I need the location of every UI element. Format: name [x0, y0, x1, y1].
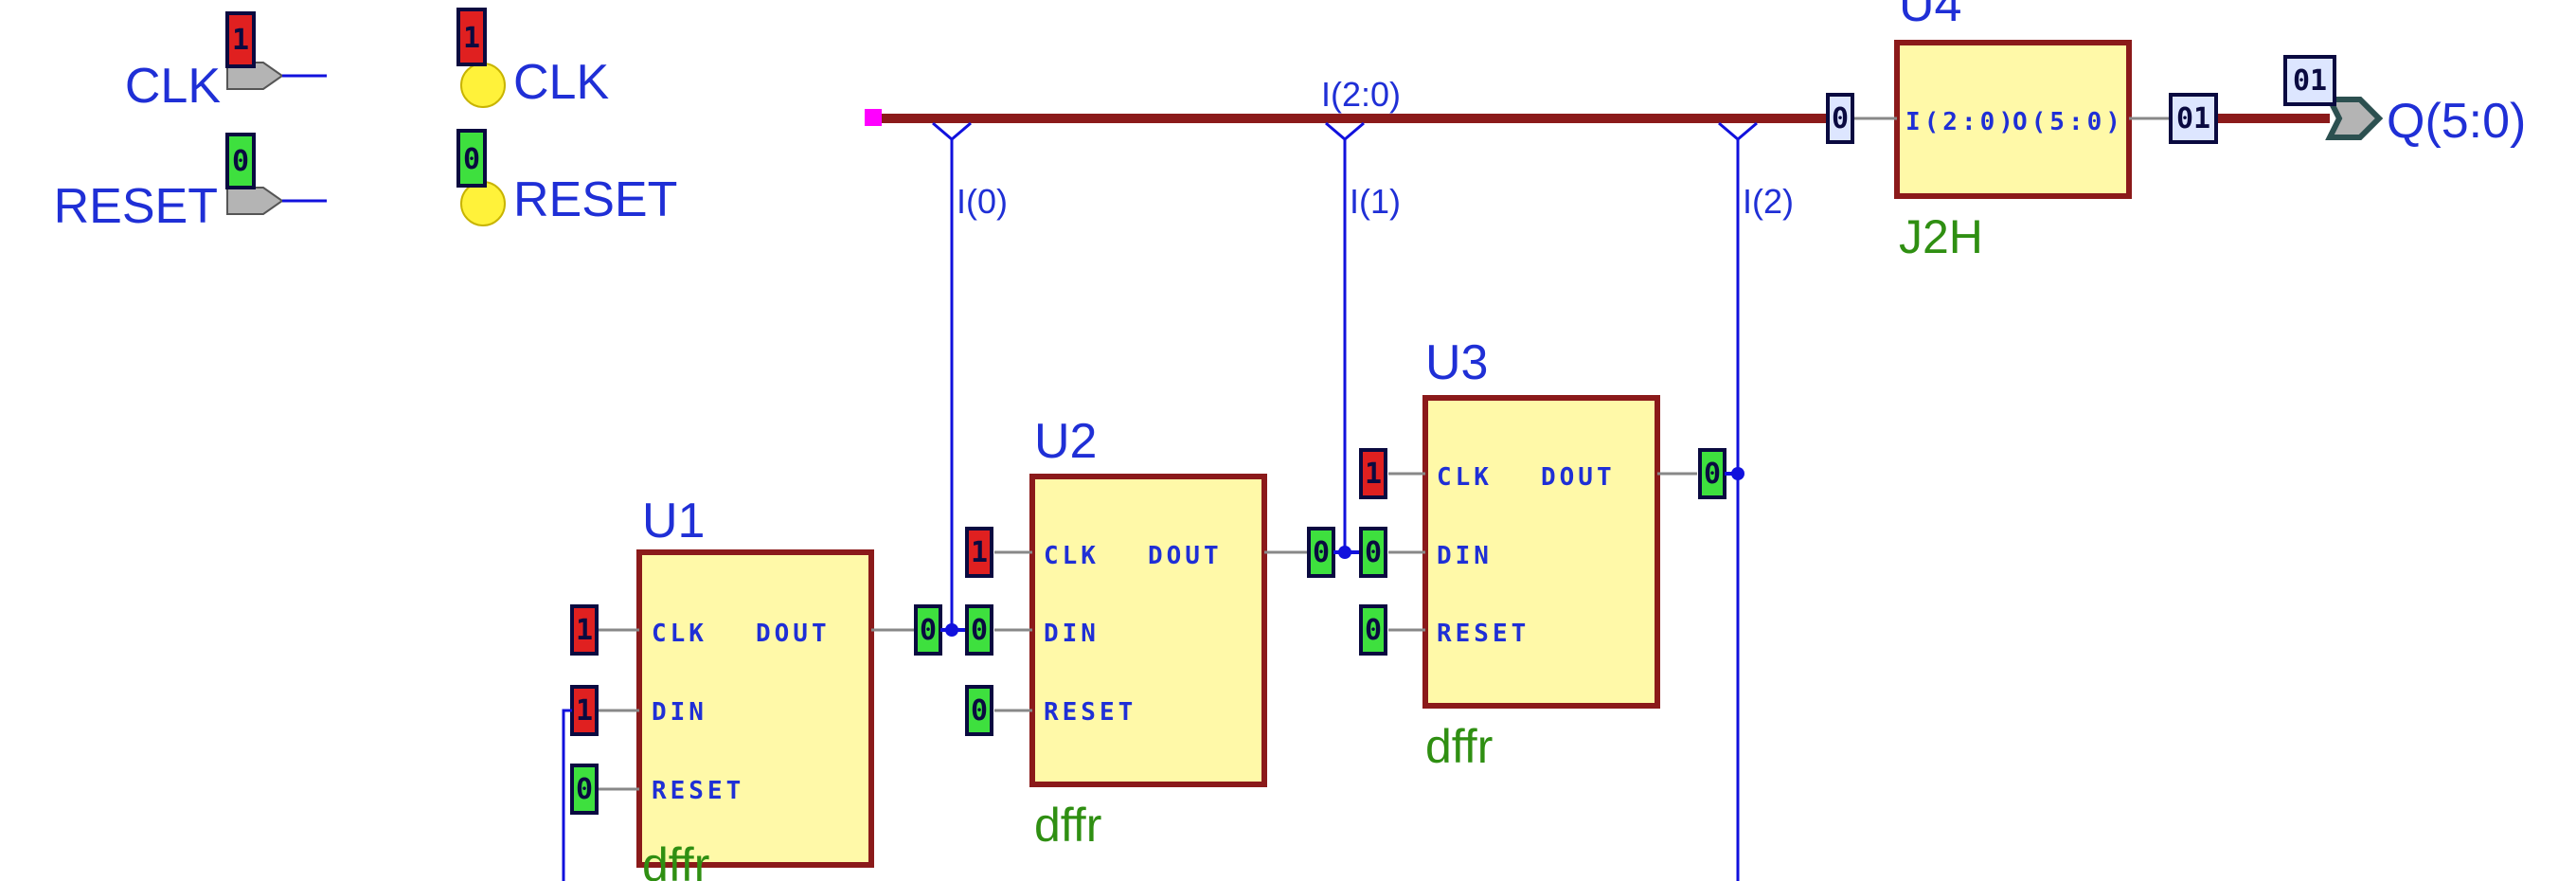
- svg-text:1: 1: [232, 24, 249, 57]
- svg-text:0: 0: [920, 614, 937, 647]
- u1-junction-dot: [945, 623, 958, 637]
- u1-dout-value: 0: [914, 604, 942, 656]
- svg-text:0: 0: [463, 143, 480, 176]
- u1-pin-dout: DOUT: [756, 620, 831, 648]
- reset-probe[interactable]: 0: [456, 129, 506, 226]
- u2-block[interactable]: [1029, 474, 1267, 787]
- u3-block[interactable]: [1422, 395, 1660, 709]
- bus-tap-1[interactable]: [1325, 121, 1365, 552]
- u2-junction-dot: [1338, 546, 1351, 559]
- reset-input-port[interactable]: [226, 187, 327, 215]
- svg-text:0: 0: [576, 773, 593, 806]
- bus-tap-0[interactable]: [932, 121, 972, 630]
- svg-text:01: 01: [2176, 102, 2210, 135]
- u2-name: U2: [1034, 414, 1097, 469]
- clk-probe[interactable]: 1: [456, 8, 506, 108]
- clk-input-port[interactable]: [226, 62, 327, 90]
- u2-type: dffr: [1034, 799, 1101, 852]
- u1-clk-value: 1: [570, 604, 599, 656]
- svg-text:0: 0: [1365, 536, 1382, 569]
- tap-label-2: I(2): [1743, 182, 1794, 221]
- reset-port-label: RESET: [54, 179, 218, 234]
- bus-tap-2[interactable]: [1718, 121, 1758, 881]
- u3-pin-reset: RESET: [1437, 620, 1530, 648]
- q-port-label: Q(5:0): [2387, 94, 2526, 149]
- u3-type: dffr: [1425, 720, 1493, 773]
- u4-name: U4: [1899, 0, 1961, 32]
- u1-pin-din: DIN: [652, 698, 707, 727]
- u4-pin-in: I(2:0): [1905, 108, 2017, 136]
- u1-din-feedback-wire[interactable]: [562, 709, 572, 881]
- svg-text:0: 0: [1313, 536, 1330, 569]
- u3-pin-clk: CLK: [1437, 463, 1493, 492]
- svg-text:01: 01: [2293, 64, 2327, 98]
- u4-type: J2H: [1899, 210, 1983, 263]
- u3-reset-value: 0: [1359, 604, 1387, 656]
- u2-reset-value: 0: [965, 685, 993, 736]
- u3-din-value: 0: [1359, 527, 1387, 578]
- svg-text:1: 1: [576, 694, 593, 728]
- u3-pin-din: DIN: [1437, 542, 1493, 570]
- svg-text:0: 0: [971, 614, 988, 647]
- u3-junction-dot: [1731, 467, 1744, 480]
- bus-start-marker[interactable]: [865, 109, 882, 126]
- u1-name: U1: [642, 494, 705, 548]
- u2-pin-clk: CLK: [1044, 542, 1100, 570]
- u1-block[interactable]: [636, 549, 874, 868]
- svg-text:1: 1: [463, 22, 480, 55]
- u4-out-value: 01: [2169, 93, 2218, 144]
- reset-probe-label: RESET: [513, 172, 677, 227]
- clk-port-label: CLK: [125, 59, 221, 114]
- u2-pin-dout: DOUT: [1148, 542, 1223, 570]
- svg-text:0: 0: [232, 145, 249, 178]
- tap-label-1: I(1): [1350, 182, 1401, 221]
- u3-name: U3: [1425, 335, 1488, 390]
- u1-pin-clk: CLK: [652, 620, 707, 648]
- u2-dout-value: 0: [1307, 527, 1335, 578]
- svg-text:0: 0: [1832, 102, 1849, 135]
- bus-label: I(2:0): [1321, 75, 1401, 114]
- u2-din-value: 0: [965, 604, 993, 656]
- q-port-value: 01: [2283, 55, 2336, 106]
- svg-text:0: 0: [1704, 458, 1721, 491]
- u3-dout-value: 0: [1698, 448, 1726, 499]
- u1-pin-reset: RESET: [652, 777, 744, 805]
- q-output-port[interactable]: [2325, 97, 2384, 140]
- u2-pin-din: DIN: [1044, 620, 1100, 648]
- svg-text:1: 1: [971, 536, 988, 569]
- clk-port-value: 1: [225, 11, 256, 68]
- tap-label-0: I(0): [957, 182, 1008, 221]
- u4-in-value: 0: [1826, 93, 1854, 144]
- u1-reset-value: 0: [570, 764, 599, 815]
- u4-pin-out: O(5:0): [2012, 108, 2124, 136]
- u3-pin-dout: DOUT: [1541, 463, 1616, 492]
- reset-port-value: 0: [225, 133, 256, 189]
- svg-text:0: 0: [1365, 614, 1382, 647]
- svg-text:1: 1: [576, 614, 593, 647]
- u1-din-value: 1: [570, 685, 599, 736]
- svg-text:1: 1: [1365, 458, 1382, 491]
- u3-clk-value: 1: [1359, 448, 1387, 499]
- clk-probe-label: CLK: [513, 55, 609, 110]
- svg-text:0: 0: [971, 694, 988, 728]
- u1-type: dffr: [642, 838, 709, 881]
- u2-pin-reset: RESET: [1044, 698, 1136, 727]
- u2-clk-value: 1: [965, 527, 993, 578]
